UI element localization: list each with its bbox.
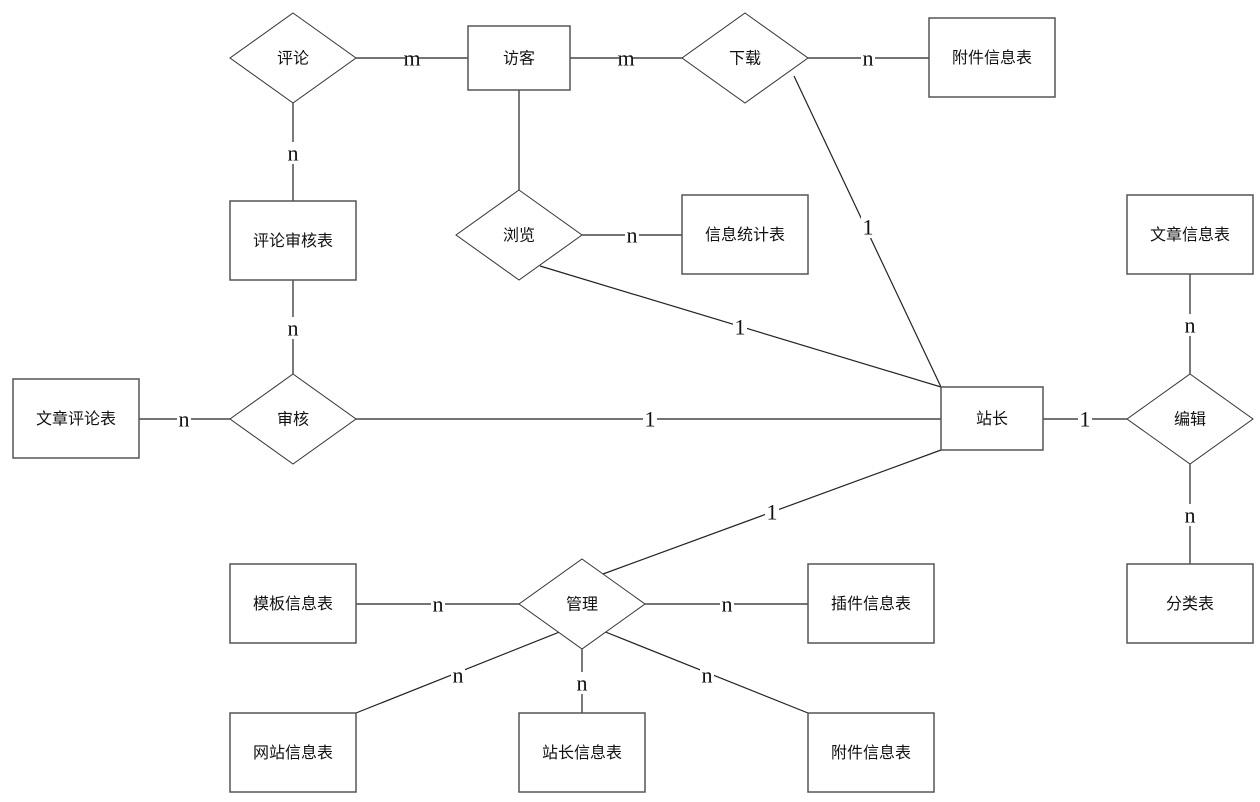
cardinality-background — [575, 672, 589, 694]
relation-browse[interactable]: 浏览 — [455, 189, 583, 281]
entity-label: 信息统计表 — [705, 225, 785, 244]
relation-manage[interactable]: 管理 — [518, 558, 646, 650]
relation-diamond — [518, 558, 646, 650]
entity-box — [12, 378, 140, 459]
cardinality-background — [1183, 504, 1197, 526]
entity-label: 站长 — [976, 409, 1008, 428]
entity-plugin[interactable]: 插件信息表 — [807, 563, 935, 644]
relation-diamond — [229, 12, 357, 104]
relation-label: 审核 — [277, 410, 309, 429]
cardinality-label: n — [179, 407, 190, 432]
cardinality-label: m — [617, 46, 634, 71]
entity-label: 分类表 — [1166, 594, 1214, 613]
cardinality-label: n — [433, 592, 444, 617]
cardinality-background — [700, 664, 714, 686]
cardinality-background — [861, 216, 875, 238]
entity-box — [1126, 194, 1254, 275]
relation-diamond — [1126, 373, 1254, 465]
entity-box — [229, 712, 357, 793]
entity-template[interactable]: 模板信息表 — [229, 563, 357, 644]
entity-attachment2[interactable]: 附件信息表 — [807, 712, 935, 793]
entity-box — [1126, 563, 1254, 644]
entity-attachment1[interactable]: 附件信息表 — [928, 17, 1056, 98]
entity-box — [229, 200, 357, 281]
cardinality-background — [625, 224, 639, 246]
cardinality-background — [733, 316, 747, 338]
cardinality-label: n — [1185, 503, 1196, 528]
cardinality-background — [1078, 408, 1092, 430]
cardinality-label: 1 — [863, 215, 874, 240]
cardinality-background — [861, 47, 875, 69]
cardinality-background — [643, 408, 657, 430]
cardinality-background — [286, 317, 300, 339]
cardinality-label: 1 — [645, 407, 656, 432]
cardinality-label: n — [627, 223, 638, 248]
entity-label: 附件信息表 — [952, 48, 1032, 67]
entity-article_comment[interactable]: 文章评论表 — [12, 378, 140, 459]
entity-webmaster[interactable]: 站长 — [940, 386, 1044, 451]
entity-label: 插件信息表 — [831, 594, 911, 613]
relation-diamond — [455, 189, 583, 281]
cardinality-background — [286, 142, 300, 164]
entity-box — [807, 712, 935, 793]
entity-label: 文章信息表 — [1150, 225, 1230, 244]
entity-website[interactable]: 网站信息表 — [229, 712, 357, 793]
entity-category[interactable]: 分类表 — [1126, 563, 1254, 644]
cardinality-label: n — [577, 671, 588, 696]
entity-visitor[interactable]: 访客 — [467, 25, 571, 91]
entity-label: 附件信息表 — [831, 743, 911, 762]
cardinality-label: 1 — [735, 315, 746, 340]
entity-label: 访客 — [503, 49, 535, 68]
cardinality-label: n — [1185, 313, 1196, 338]
cardinality-background — [431, 593, 445, 615]
cardinality-label: n — [288, 141, 299, 166]
relation-label: 管理 — [566, 595, 598, 614]
entity-webmaster_info[interactable]: 站长信息表 — [518, 712, 646, 793]
relation-edit[interactable]: 编辑 — [1126, 373, 1254, 465]
relation-label: 下载 — [729, 49, 761, 68]
entity-label: 文章评论表 — [36, 409, 116, 428]
entity-stats[interactable]: 信息统计表 — [681, 194, 809, 275]
cardinality-background — [720, 593, 734, 615]
entity-label: 站长信息表 — [542, 743, 622, 762]
cardinality-label: n — [722, 592, 733, 617]
relation-label: 浏览 — [503, 226, 535, 245]
entity-label: 网站信息表 — [253, 743, 333, 762]
cardinality-background — [619, 47, 633, 69]
entity-box — [807, 563, 935, 644]
cardinality-label: n — [288, 316, 299, 341]
cardinality-background — [451, 664, 465, 686]
nodes-layer: 访客附件信息表评论审核表信息统计表文章信息表文章评论表站长分类表模板信息表插件信… — [12, 12, 1254, 793]
entity-label: 评论审核表 — [253, 231, 333, 250]
entity-box — [681, 194, 809, 275]
cardinality-label: 1 — [767, 500, 778, 525]
relation-download[interactable]: 下载 — [681, 12, 809, 104]
cardinality-layer: m m n n n 1 1 n n 1 1 n n 1 n n n n n — [177, 46, 1197, 696]
relation-label: 评论 — [277, 49, 309, 68]
entity-label: 模板信息表 — [253, 594, 333, 613]
cardinality-background — [1183, 314, 1197, 336]
cardinality-label: n — [453, 663, 464, 688]
entity-box — [518, 712, 646, 793]
entity-box — [928, 17, 1056, 98]
cardinality-background — [405, 47, 419, 69]
entity-box — [940, 386, 1044, 451]
entity-box — [229, 563, 357, 644]
cardinality-label: n — [863, 46, 874, 71]
relation-diamond — [229, 373, 357, 465]
cardinality-label: m — [403, 46, 420, 71]
relation-comment[interactable]: 评论 — [229, 12, 357, 104]
entity-article_info[interactable]: 文章信息表 — [1126, 194, 1254, 275]
cardinality-label: n — [702, 663, 713, 688]
cardinality-background — [765, 501, 779, 523]
relation-diamond — [681, 12, 809, 104]
cardinality-background — [177, 408, 191, 430]
relation-review[interactable]: 审核 — [229, 373, 357, 465]
cardinality-label: 1 — [1080, 407, 1091, 432]
entity-box — [467, 25, 571, 91]
relation-label: 编辑 — [1174, 410, 1206, 429]
entity-comment_review[interactable]: 评论审核表 — [229, 200, 357, 281]
